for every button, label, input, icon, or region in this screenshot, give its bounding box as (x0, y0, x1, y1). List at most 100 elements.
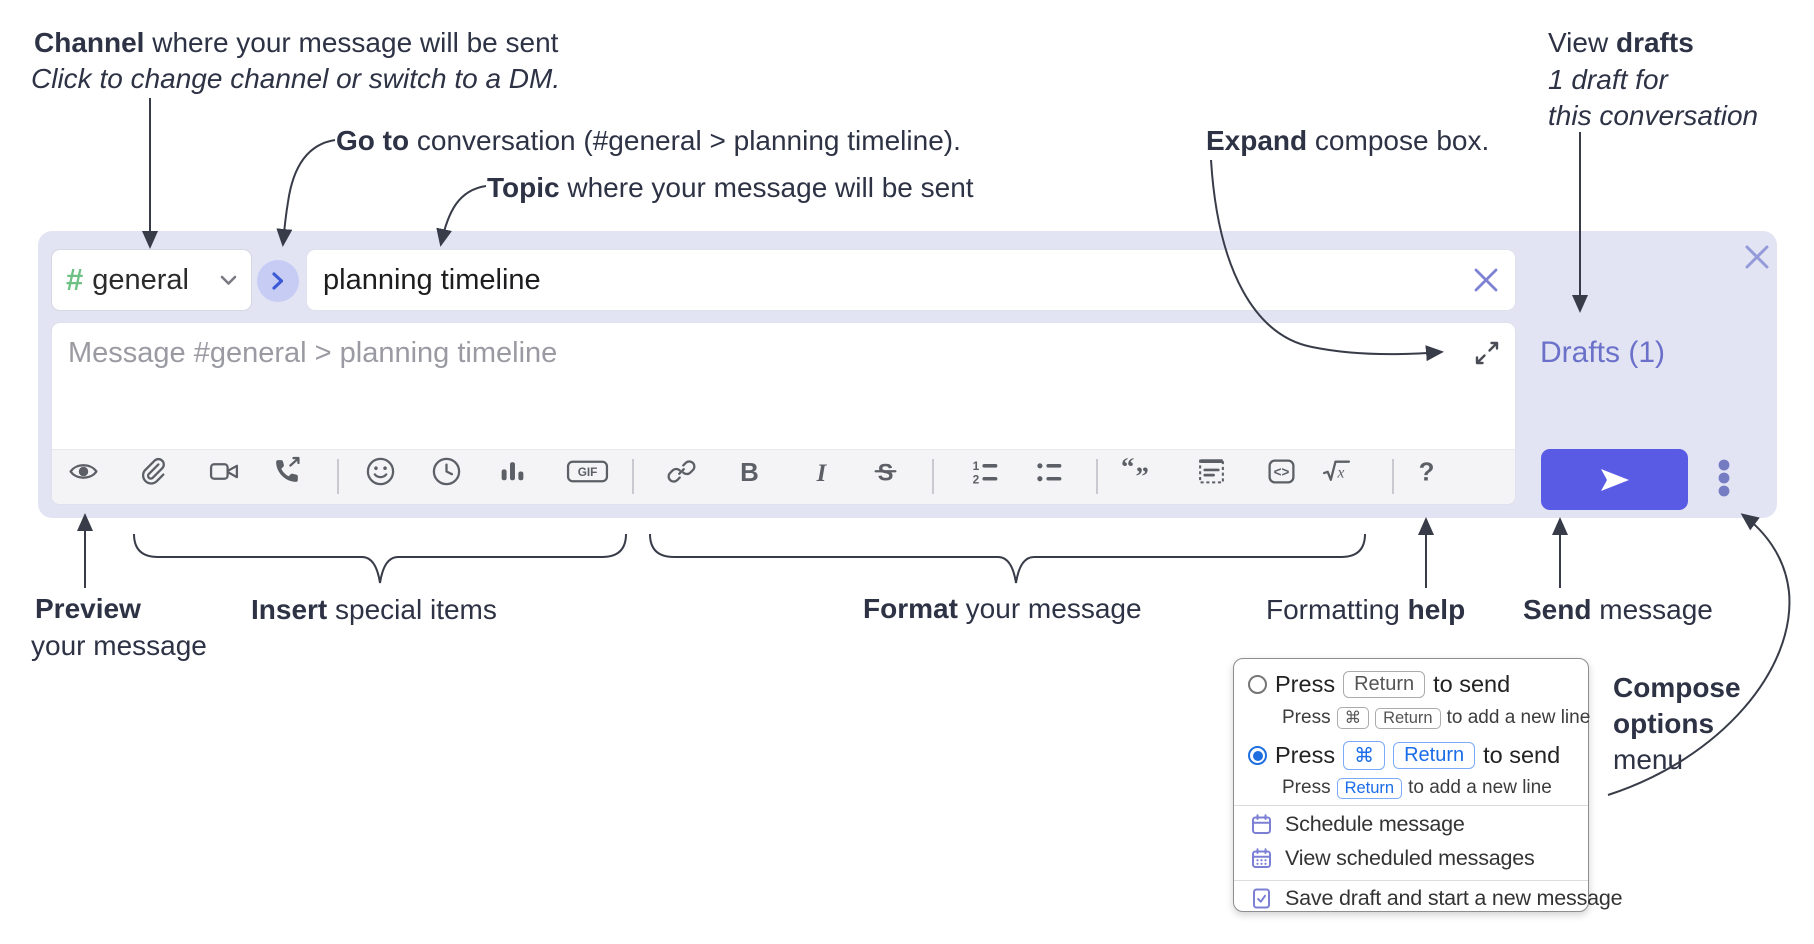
svg-text:2: 2 (972, 472, 979, 486)
option2-sub-key-return: Return (1336, 777, 1403, 799)
option2-sub-press: Press (1282, 777, 1331, 798)
close-compose-icon[interactable] (1743, 243, 1771, 271)
option2-key-return: Return (1393, 742, 1476, 769)
save-draft-item[interactable]: Save draft and start a new message (1250, 886, 1623, 911)
option2-tail: to send (1483, 742, 1561, 768)
send-annotation: Send message (1523, 593, 1713, 626)
svg-text:I: I (815, 460, 827, 487)
format-annotation-rest: your message (957, 593, 1142, 624)
view-drafts-annotation: View drafts (1548, 26, 1694, 59)
drafts-link[interactable]: Drafts (1) (1540, 336, 1666, 369)
channel-name: general (92, 263, 189, 296)
option2-sub-tail: to add a new line (1408, 777, 1552, 798)
clear-topic-icon[interactable] (1473, 267, 1499, 293)
goto-conversation-button[interactable] (257, 260, 299, 302)
paper-plane-icon (1600, 468, 1629, 491)
draft-save-icon (1253, 888, 1270, 909)
compose-options-line3: menu (1613, 744, 1684, 775)
toolbar-divider (1392, 459, 1394, 494)
svg-text:”: ” (1135, 461, 1148, 487)
question-icon[interactable]: ? (1411, 456, 1442, 487)
option2-press: Press (1275, 742, 1336, 768)
compose-options-line2: options (1613, 708, 1715, 739)
code-icon[interactable]: <> (1266, 456, 1297, 487)
math-icon[interactable]: x (1321, 456, 1352, 487)
toolbar-divider (337, 459, 339, 494)
goto-annotation: Go to conversation (#general > planning … (336, 124, 961, 157)
toolbar-divider (1096, 459, 1098, 494)
quote-icon[interactable]: “” (1120, 456, 1155, 487)
menu-divider (1234, 880, 1588, 881)
view-scheduled-label: View scheduled messages (1285, 846, 1535, 870)
clock-icon[interactable] (431, 456, 462, 487)
italic-icon[interactable]: I (806, 456, 837, 487)
option1-press: Press (1275, 671, 1336, 697)
radio-unselected[interactable] (1248, 675, 1267, 694)
send-annotation-rest: message (1591, 594, 1713, 625)
svg-text:GIF: GIF (577, 466, 597, 479)
option1-sub-tail: to add a new line (1446, 707, 1591, 728)
goto-annotation-bold: Go to (336, 125, 410, 156)
calendar-icon (1252, 814, 1271, 834)
topic-annotation-rest: where your message will be sent (559, 172, 974, 203)
view-scheduled-item[interactable]: View scheduled messages (1250, 846, 1535, 871)
radio-selected[interactable] (1248, 746, 1267, 765)
topic-input[interactable]: planning timeline (306, 249, 1516, 311)
svg-text:<>: <> (1273, 464, 1289, 479)
phone-call-icon[interactable] (272, 456, 303, 487)
bulleted-list-icon[interactable] (1034, 456, 1065, 487)
link-icon[interactable] (666, 456, 697, 487)
chevron-right-icon (272, 272, 284, 290)
toolbar-divider (932, 459, 934, 494)
view-drafts-line2: 1 draft for (1548, 64, 1668, 95)
compose-options-dots-icon[interactable] (1714, 455, 1734, 501)
message-textarea[interactable]: Message #general > planning timeline GIF… (51, 322, 1516, 505)
chevron-down-icon (220, 275, 237, 285)
expand-annotation-bold: Expand (1206, 125, 1308, 156)
send-button[interactable] (1541, 449, 1688, 510)
channel-annotation-line2: Click to change channel or switch to a D… (31, 63, 561, 94)
expand-compose-icon[interactable] (1473, 339, 1501, 367)
expand-annotation: Expand compose box. (1206, 124, 1489, 157)
enter-sends-option[interactable]: Press Return to send (1248, 671, 1510, 698)
toolbar-divider (632, 459, 634, 494)
option1-sub-key-return: Return (1375, 707, 1441, 729)
channel-selector[interactable]: # general (51, 249, 252, 311)
spoiler-icon[interactable] (1196, 456, 1227, 487)
formatting-help-rest: Formatting (1266, 594, 1408, 625)
option1-sub-press: Press (1282, 707, 1331, 728)
strikethrough-icon[interactable]: S (870, 456, 901, 487)
svg-text:S: S (877, 459, 893, 486)
eye-icon[interactable] (68, 456, 99, 487)
message-placeholder: Message #general > planning timeline (68, 337, 558, 369)
formatting-help-annotation: Formatting help (1266, 593, 1465, 626)
bold-icon[interactable]: B (734, 456, 765, 487)
topic-annotation: Topic where your message will be sent (487, 171, 974, 204)
gif-icon[interactable]: GIF (566, 456, 609, 487)
compose-options-menu: Press Return to send Press ⌘ Return to a… (1233, 658, 1623, 912)
menu-divider (1234, 805, 1588, 806)
smiley-icon[interactable] (365, 456, 396, 487)
svg-text:“: “ (1121, 456, 1134, 482)
compose-options-line1: Compose (1613, 672, 1741, 703)
schedule-message-item[interactable]: Schedule message (1250, 812, 1465, 837)
preview-annotation-bold: Preview (35, 593, 141, 624)
view-drafts-rest: View (1548, 27, 1616, 58)
format-annotation: Format your message (863, 592, 1142, 625)
paperclip-icon[interactable] (137, 456, 168, 487)
svg-text:B: B (740, 459, 759, 487)
goto-annotation-rest: conversation (#general > planning timeli… (409, 125, 961, 156)
cmd-enter-sends-option[interactable]: Press ⌘ Return to send (1248, 741, 1560, 770)
save-draft-label: Save draft and start a new message (1285, 886, 1623, 910)
expand-annotation-rest: compose box. (1307, 125, 1490, 156)
svg-text:x: x (1336, 465, 1344, 482)
video-camera-icon[interactable] (209, 456, 240, 487)
view-drafts-line3: this conversation (1548, 100, 1759, 131)
cmd-enter-sends-subtext: Press Return to add a new line (1282, 777, 1552, 799)
channel-annotation: Channel where your message will be sent (34, 26, 558, 59)
channel-annotation-rest: where your message will be sent (144, 27, 559, 58)
channel-hash-icon: # (66, 262, 84, 297)
option1-key-return: Return (1343, 671, 1426, 698)
bar-chart-icon[interactable] (497, 456, 528, 487)
